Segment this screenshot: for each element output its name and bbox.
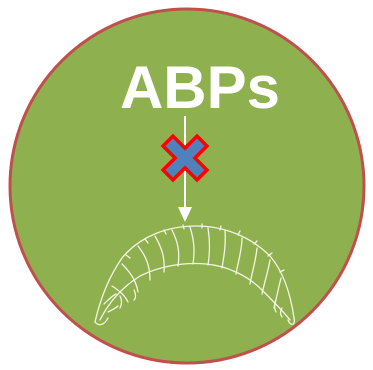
diagram-title: ABPs [120,54,280,121]
